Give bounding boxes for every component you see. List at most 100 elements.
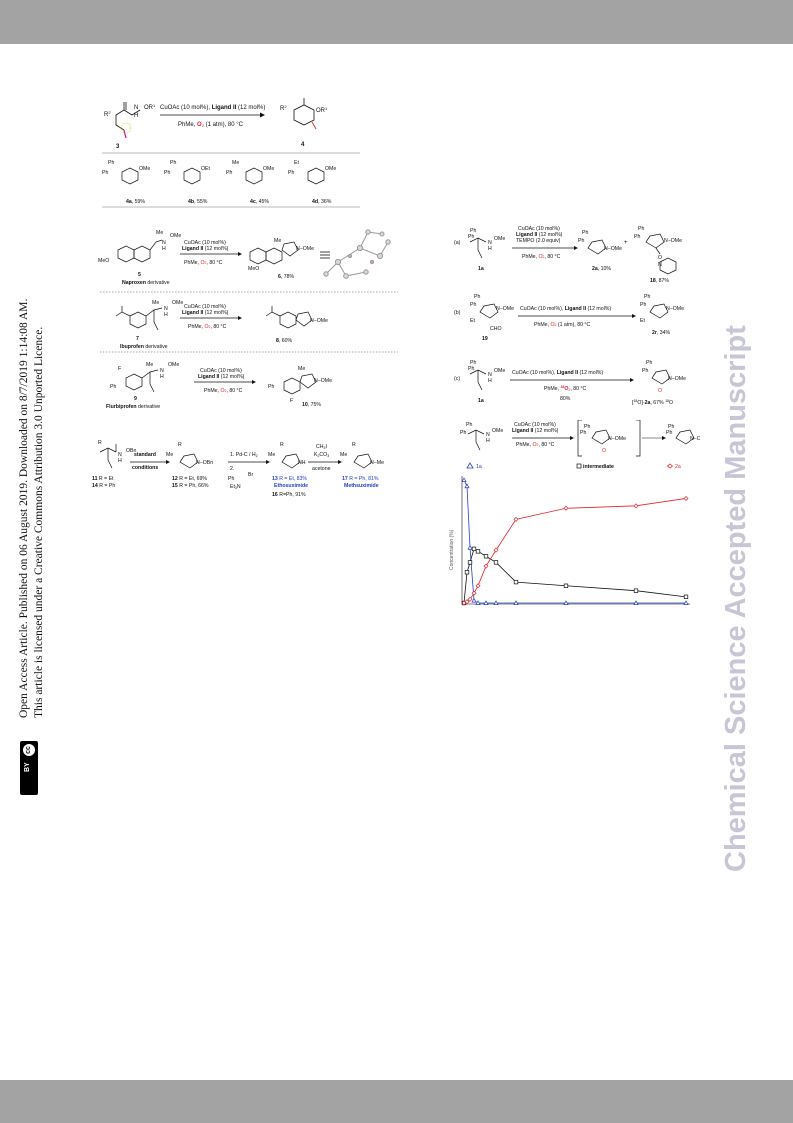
point-2a-1 bbox=[464, 599, 470, 605]
kin-int-ph2: Ph bbox=[580, 430, 586, 436]
product-4a-id: 4a, 59% bbox=[126, 199, 145, 205]
scheme3-ch3i: CH3I bbox=[316, 444, 327, 450]
point-2a-10 bbox=[683, 495, 689, 501]
product-4c-id: 4c, 45% bbox=[250, 199, 269, 205]
scheme3-sm-11: 11 R = Et bbox=[92, 476, 114, 482]
scheme4-c-p-o: O bbox=[658, 388, 662, 394]
flurbiprofen-product-nome: N−OMe bbox=[314, 378, 332, 384]
scheme4-a-p2-nome: N−OMe bbox=[664, 238, 682, 244]
flurbiprofen-cond-3: PhMe, O2, 80 °C bbox=[204, 388, 243, 394]
flurbiprofen-product-me: Me bbox=[298, 366, 305, 372]
legend-sm: 1a bbox=[476, 464, 482, 470]
standard-conditions-2: conditions bbox=[132, 465, 158, 471]
scheme4-c-p-nome: N−OMe bbox=[668, 376, 686, 382]
naproxen-n: N bbox=[162, 240, 166, 246]
scheme4-a-p1: 2a, 10% bbox=[592, 266, 611, 272]
scheme4-c: (c) Ph Ph N H OMe 1a CuOAc (10 mol%), Li… bbox=[454, 360, 686, 406]
scheme3-obn: OBn bbox=[126, 448, 136, 454]
scheme3-product-17: R Me N−Me 17 R = Ph, 81% Methsuximide bbox=[340, 442, 384, 489]
scheme4-a-c3: TEMPO (2.0 equiv) bbox=[516, 238, 561, 244]
kin-int-o: O bbox=[602, 448, 606, 454]
point-1a-9 bbox=[633, 600, 639, 605]
product-4d-id: 4d, 36% bbox=[312, 199, 332, 205]
product-4c-n: OMe bbox=[263, 166, 274, 172]
scheme4-a-p2: 18, 87% bbox=[650, 278, 669, 284]
scheme4-c-h: H bbox=[488, 378, 492, 384]
product-4d-sub2: Ph bbox=[288, 170, 294, 176]
kin-sm-h: H bbox=[486, 438, 490, 444]
scheme3-p-nh: NH bbox=[298, 460, 306, 466]
scheme3-p17-r: R bbox=[352, 442, 356, 448]
scheme4-b-sm: 19 bbox=[482, 336, 488, 342]
ibuprofen-cond-2: Ligand II (12 mol%) bbox=[182, 310, 229, 316]
legend-int: intermediate bbox=[583, 464, 614, 470]
scheme4-b-p-ph2: Ph bbox=[640, 302, 646, 308]
flurbiprofen-ome: OMe bbox=[168, 362, 179, 368]
scheme3-sm-14: 14 R = Ph bbox=[92, 483, 115, 489]
scheme4-a-tag: (a) bbox=[454, 240, 461, 246]
scheme4-a-p-ph2: Ph bbox=[578, 238, 584, 244]
methsuximide-label: Methsuximide bbox=[344, 483, 379, 489]
legend-diamond-icon bbox=[666, 463, 674, 469]
scheme1-products: Ph Ph OMe 4a, 59% Ph Ph OEt 4b, 55% Me P… bbox=[102, 160, 336, 205]
product-4a-sub1: Ph bbox=[108, 160, 114, 166]
point-2a-9 bbox=[633, 503, 639, 509]
flurbiprofen-cond-1: CuOAc (10 mol%) bbox=[200, 368, 242, 374]
scheme2-row-naproxen: MeO Me N H OMe 5 Naproxen derivative CuO… bbox=[98, 229, 391, 286]
scheme-1: R2 N H OR1 3 CuOAc (10 mol%), Ligand II … bbox=[102, 98, 360, 208]
point-2a-4 bbox=[475, 583, 481, 589]
scheme2-row-flurbiprofen: F Ph Me N H OMe 9 Flurbiprofen derivativ… bbox=[106, 362, 332, 410]
point-1a-0 bbox=[461, 477, 467, 482]
scheme3-int-nobn: N−OBn bbox=[196, 460, 213, 466]
point-1a-6 bbox=[493, 600, 499, 605]
h-label: H bbox=[134, 113, 138, 119]
scheme3-p-13: 13 R = Et, 83% bbox=[272, 476, 307, 482]
point-2a-3 bbox=[471, 590, 477, 596]
product-r2: R2 bbox=[280, 104, 287, 112]
point-1a-2 bbox=[467, 544, 473, 550]
point-2a-6 bbox=[493, 547, 499, 553]
kinetics-legend: 1a intermediate 2a bbox=[466, 462, 681, 470]
kin-int-ph1: Ph bbox=[584, 424, 590, 430]
scheme3-reagent-br: Br bbox=[248, 472, 253, 478]
scheme4-b-c1: CuOAc (10 mol%), Ligand II (12 mol%) bbox=[520, 306, 611, 312]
crystal-structure-image bbox=[323, 229, 391, 279]
scheme4-a-ph1: Ph bbox=[470, 228, 476, 234]
scheme4-c-ome: OMe bbox=[494, 368, 505, 374]
scheme3-h: H bbox=[118, 458, 122, 464]
flurbiprofen-cond-2: Ligand II (12 mol%) bbox=[198, 374, 245, 380]
scheme4-a-p2-n: N bbox=[658, 262, 662, 268]
product-4a-n: OMe bbox=[139, 166, 150, 172]
product-4b-sub1: Ph bbox=[170, 160, 176, 166]
ibuprofen-cond-3: PhMe, O2, 80 °C bbox=[188, 324, 227, 330]
scheme4-c-c2: PhMe, 18O2, 80 °C bbox=[544, 385, 587, 392]
sidebar-line-2: This article is licensed under a Creativ… bbox=[33, 326, 45, 718]
scheme3-p17-nme: N−Me bbox=[370, 460, 384, 466]
scheme4-b: (b) Ph Ph N−OMe Et CHO 19 CuOAc (10 mol%… bbox=[454, 294, 684, 342]
scheme4-b-cho: CHO bbox=[490, 326, 502, 332]
kinetics-header: Ph Ph N H OMe CuOAc (10 mol%) Ligand II … bbox=[460, 420, 700, 457]
scheme3-product-13: R Me NH 13 R = Et, 83% Ethosuximide 16 R… bbox=[268, 442, 308, 498]
kin-sm-ph1: Ph bbox=[466, 422, 472, 428]
series-line-1a bbox=[463, 479, 686, 604]
naproxen-product-label: 6, 78% bbox=[278, 274, 295, 280]
product-4b-id: 4b, 55% bbox=[188, 199, 208, 205]
point-1a-1 bbox=[464, 483, 470, 489]
point-intermediate-3 bbox=[471, 546, 477, 552]
scheme-5-kinetics: Ph Ph N H OMe CuOAc (10 mol%) Ligand II … bbox=[449, 420, 700, 606]
kin-ylabel: Concentration (%) bbox=[449, 529, 455, 570]
scheme4-a-ph2: Ph bbox=[468, 234, 474, 240]
naproxen-name: Naproxen derivative bbox=[122, 280, 170, 286]
scheme3-int-12: 12 R = Et, 69% bbox=[172, 476, 207, 482]
watermark: Chemical Science Accepted Manuscript bbox=[720, 325, 752, 872]
scheme-4: (a) Ph Ph N H OMe 1a CuOAc (10 mol%) Lig… bbox=[454, 226, 686, 406]
legend-triangle-icon bbox=[466, 462, 474, 469]
point-1a-10 bbox=[683, 600, 689, 605]
scheme4-b-p-et: Et bbox=[640, 318, 645, 324]
scheme1-conditions-1: CuOAc (10 mol%), Ligand II (12 mol%) bbox=[160, 105, 265, 111]
kin-cond-1: CuOAc (10 mol%) bbox=[514, 422, 556, 428]
naproxen-product-me: Me bbox=[274, 238, 281, 244]
scheme4-a-c4: PhMe, O2, 80 °C bbox=[522, 254, 561, 260]
cc-by-badge[interactable]: cc BY bbox=[20, 741, 38, 795]
scheme3-p17-me: Me bbox=[340, 452, 347, 458]
